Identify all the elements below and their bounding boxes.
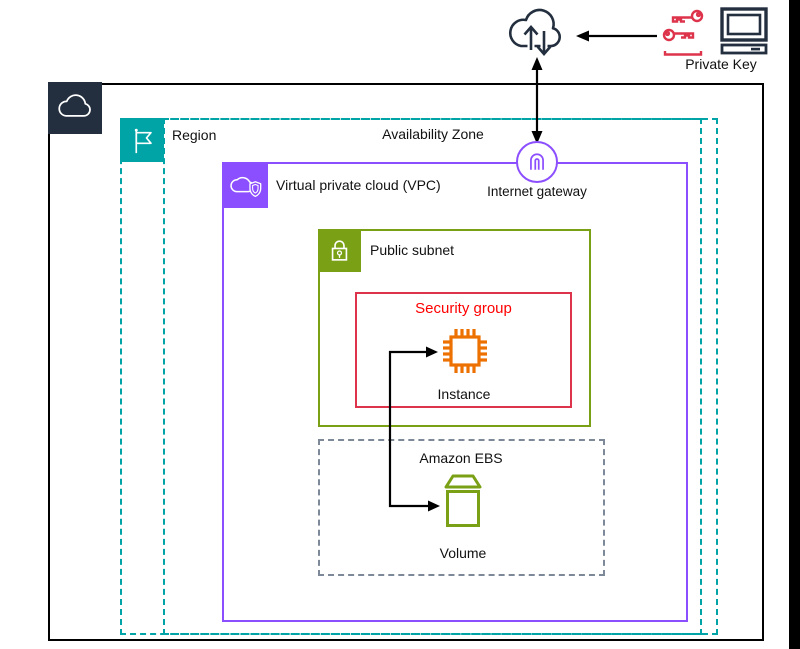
instance-label: Instance [437,386,491,402]
vpc-label: Virtual private cloud (VPC) [276,177,441,193]
public-subnet-label: Public subnet [370,242,455,258]
security-group-label: Security group [415,300,512,317]
open-lock-icon [318,229,361,272]
ec2-chip-icon [438,324,492,378]
aws-cloud-icon [48,82,102,134]
aws-cloud-container [48,83,764,641]
availability-zone-container [163,118,702,635]
internet-gateway-icon [516,141,558,183]
volume-box-icon [439,470,487,534]
volume-label: Volume [439,545,487,561]
private-key-label: Private Key [685,56,757,72]
public-subnet-container [318,229,591,427]
amazon-ebs-label: Amazon EBS [419,450,503,466]
region-flag-icon [120,118,164,162]
security-group-container [355,292,572,408]
red-keys-icon [660,7,706,59]
right-black-band [789,0,800,649]
cloud-updown-arrows-icon [504,5,570,59]
monitor-icon [716,5,772,59]
vpc-container [222,162,688,622]
amazon-ebs-container [318,439,605,576]
region-label: Region [172,127,217,143]
vpc-cloud-shield-icon [222,162,268,208]
availability-zone-label: Availability Zone [382,126,484,142]
internet-gateway-label: Internet gateway [487,184,587,199]
